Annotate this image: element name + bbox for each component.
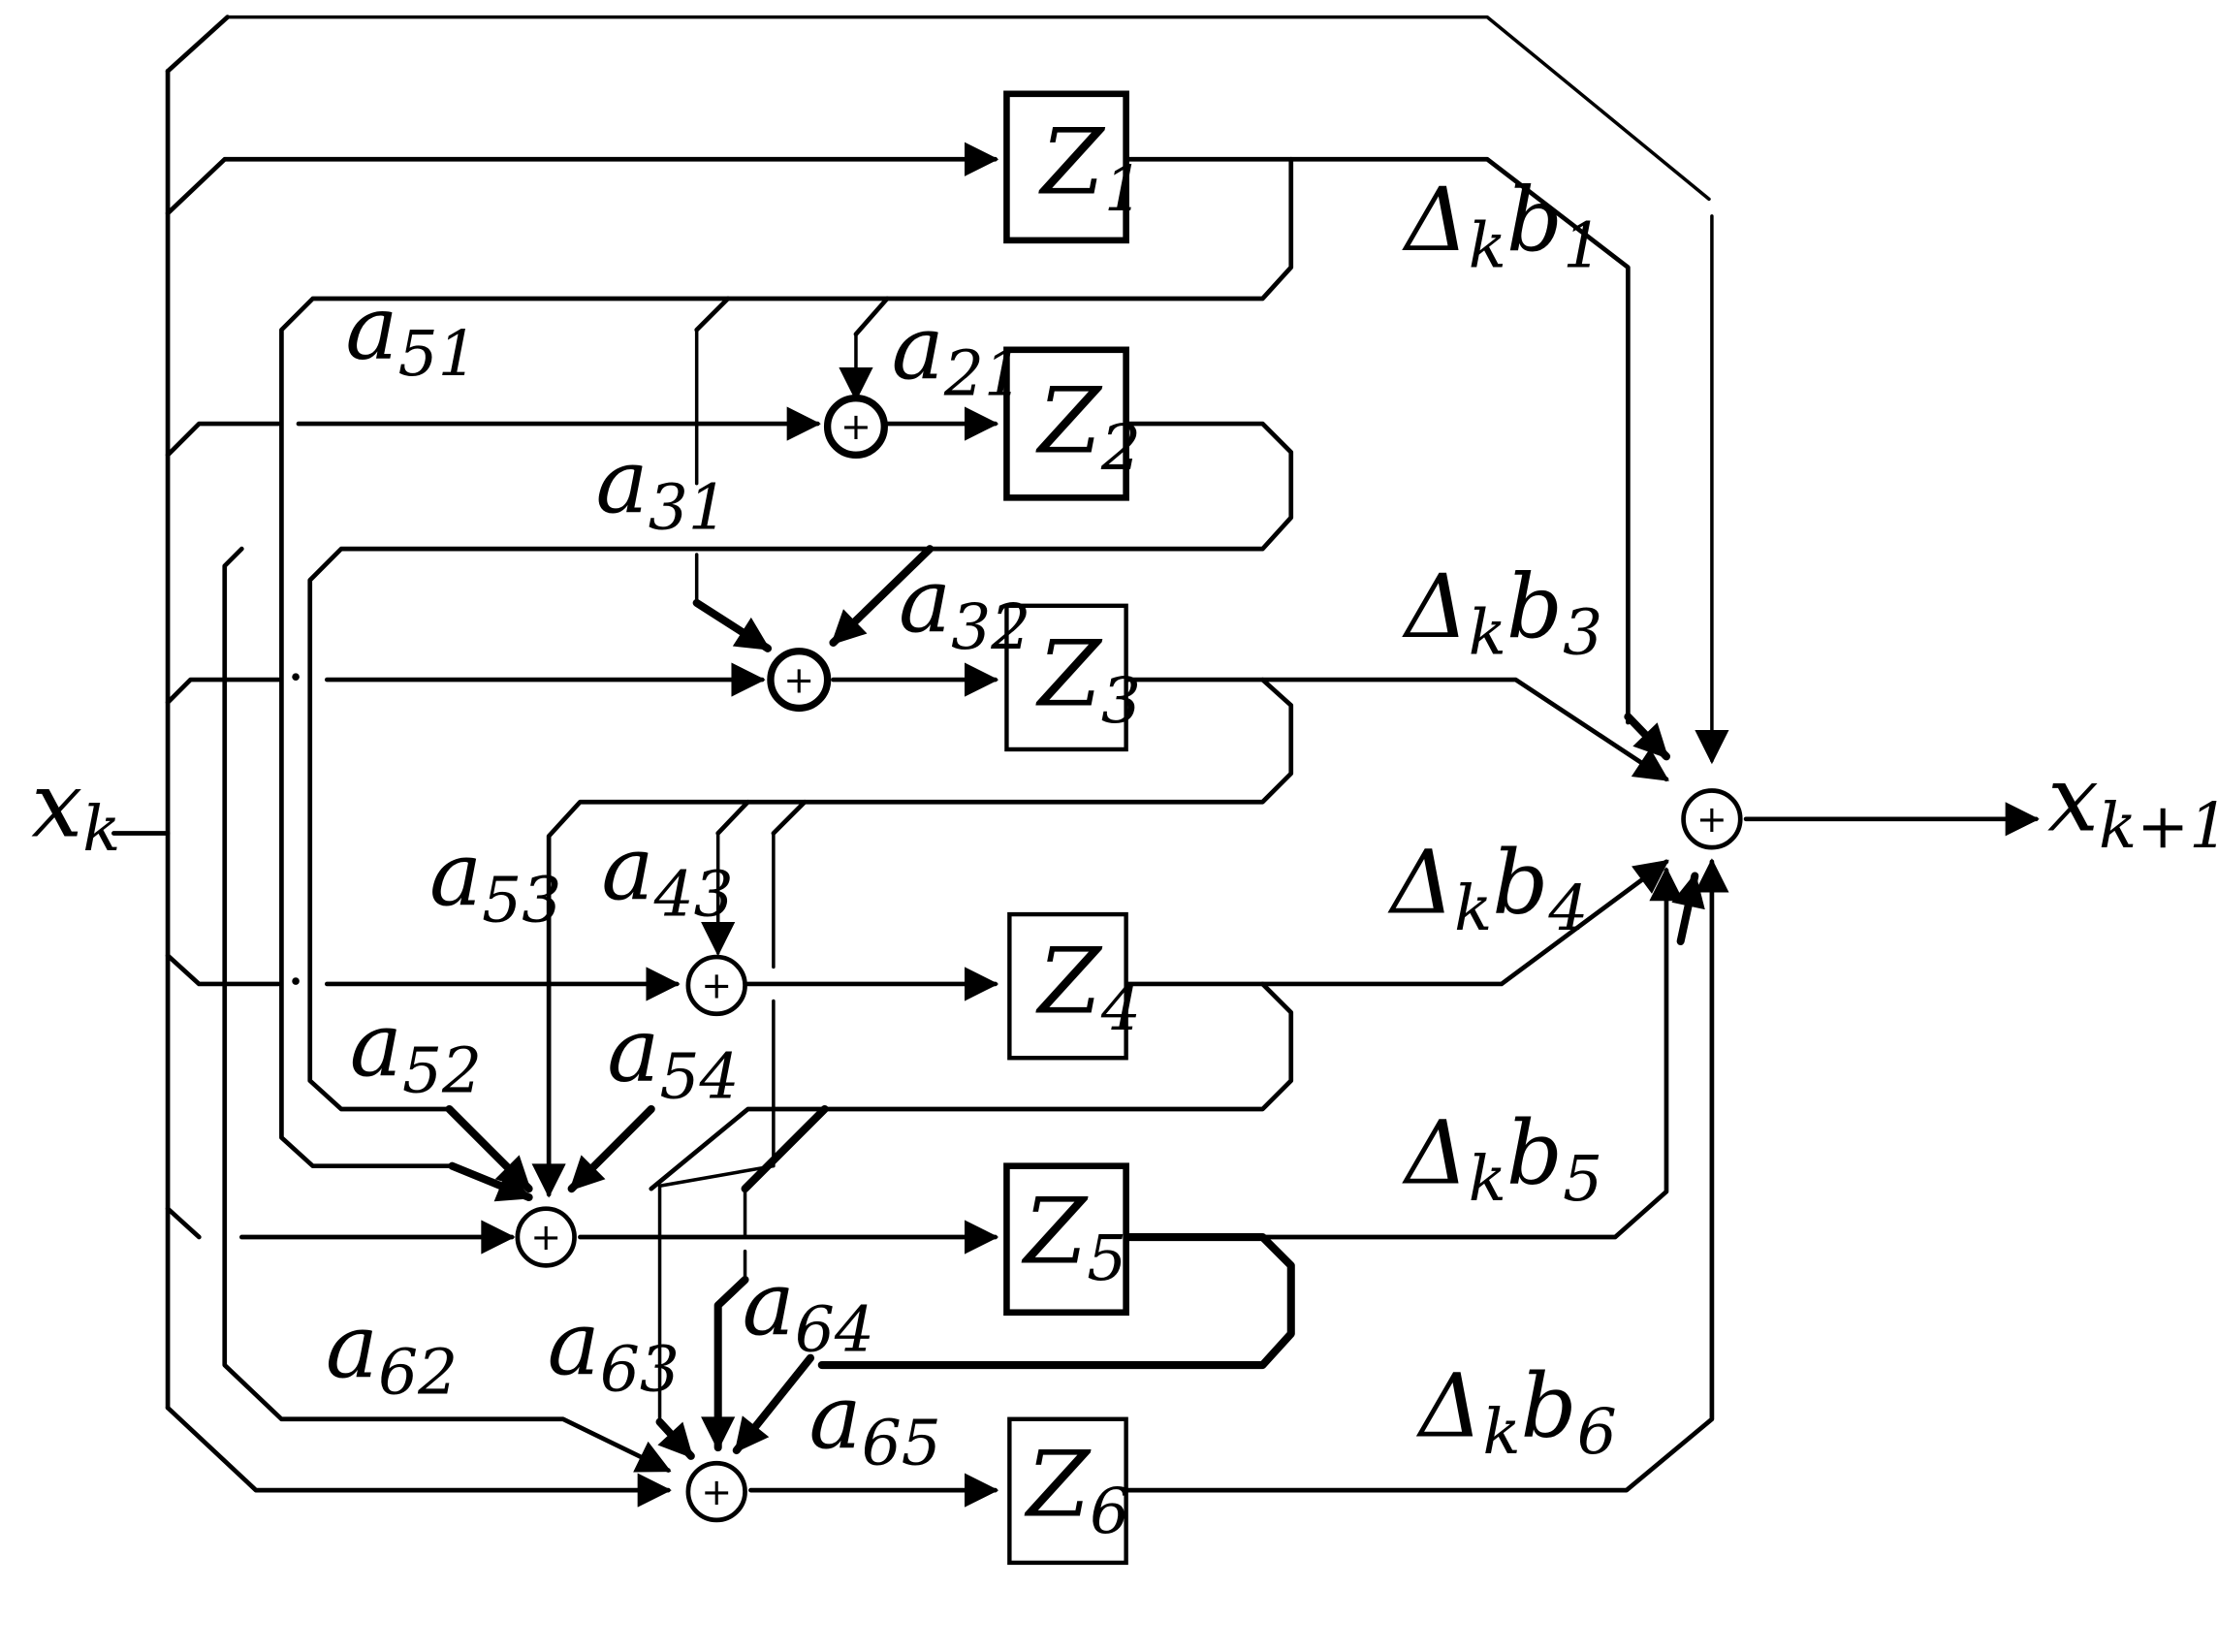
coef-a51: a51	[345, 278, 477, 392]
coef-a54: a54	[607, 1001, 739, 1114]
path-to-z2	[165, 296, 1294, 1473]
coef-a65: a65	[809, 1367, 941, 1480]
input-trunk	[111, 15, 1729, 1411]
stage-z4: Z4	[1007, 911, 1141, 1061]
coef-a64: a64	[743, 1254, 874, 1367]
junction-dot	[292, 673, 300, 681]
svg-text:+: +	[530, 1216, 561, 1258]
coef-a52: a52	[350, 995, 482, 1108]
sum-node-z5: +	[515, 1206, 577, 1268]
svg-text:Z4: Z4	[1035, 929, 1141, 1045]
svg-text:Z1: Z1	[1038, 110, 1144, 226]
sum-node-z4: +	[685, 954, 747, 1017]
sum-node-output: +	[1681, 788, 1743, 850]
coef-a21: a21	[892, 298, 1024, 411]
svg-text:Z3: Z3	[1035, 621, 1141, 738]
stage-z3: Z3	[1004, 603, 1141, 752]
weight-b5: Δkb5	[1402, 1102, 1602, 1216]
coef-a62: a62	[326, 1296, 458, 1410]
input-label: xk	[31, 752, 120, 866]
coef-a63: a63	[548, 1293, 680, 1407]
coef-a43: a43	[601, 818, 733, 932]
weight-b6: Δkb6	[1416, 1355, 1617, 1469]
stage-z2: Z2	[1003, 346, 1141, 501]
svg-text:+: +	[840, 405, 871, 448]
svg-text:Z5: Z5	[1021, 1179, 1126, 1295]
path-to-z3	[165, 545, 1669, 1198]
svg-text:+: +	[701, 1471, 732, 1513]
svg-text:+: +	[701, 965, 732, 1007]
path-to-z1	[165, 142, 1671, 1202]
stage-z1: Z1	[1003, 90, 1144, 244]
weight-b3: Δkb3	[1402, 556, 1602, 670]
stage-z5: Z5	[1003, 1162, 1129, 1317]
path-to-z4	[165, 799, 1669, 1460]
coef-a32: a32	[899, 551, 1030, 664]
svg-text:Z6: Z6	[1024, 1433, 1129, 1549]
output-label: xk+1	[2047, 747, 2218, 864]
junction-dot	[292, 977, 300, 985]
path-to-z6	[165, 858, 1729, 1508]
svg-text:Z2: Z2	[1035, 368, 1141, 485]
stage-z6: Z6	[1007, 1416, 1129, 1566]
sum-node-z6: +	[685, 1460, 747, 1523]
coef-a53: a53	[429, 824, 561, 937]
sum-node-z2: +	[823, 395, 888, 460]
svg-text:+: +	[1696, 798, 1727, 841]
weight-b1: Δkb1	[1402, 170, 1602, 283]
sum-node-z3: +	[767, 648, 832, 713]
weight-b4: Δkb4	[1387, 833, 1588, 946]
svg-text:+: +	[783, 658, 814, 701]
path-to-z5	[165, 867, 1705, 1455]
coef-a31: a31	[596, 431, 728, 545]
